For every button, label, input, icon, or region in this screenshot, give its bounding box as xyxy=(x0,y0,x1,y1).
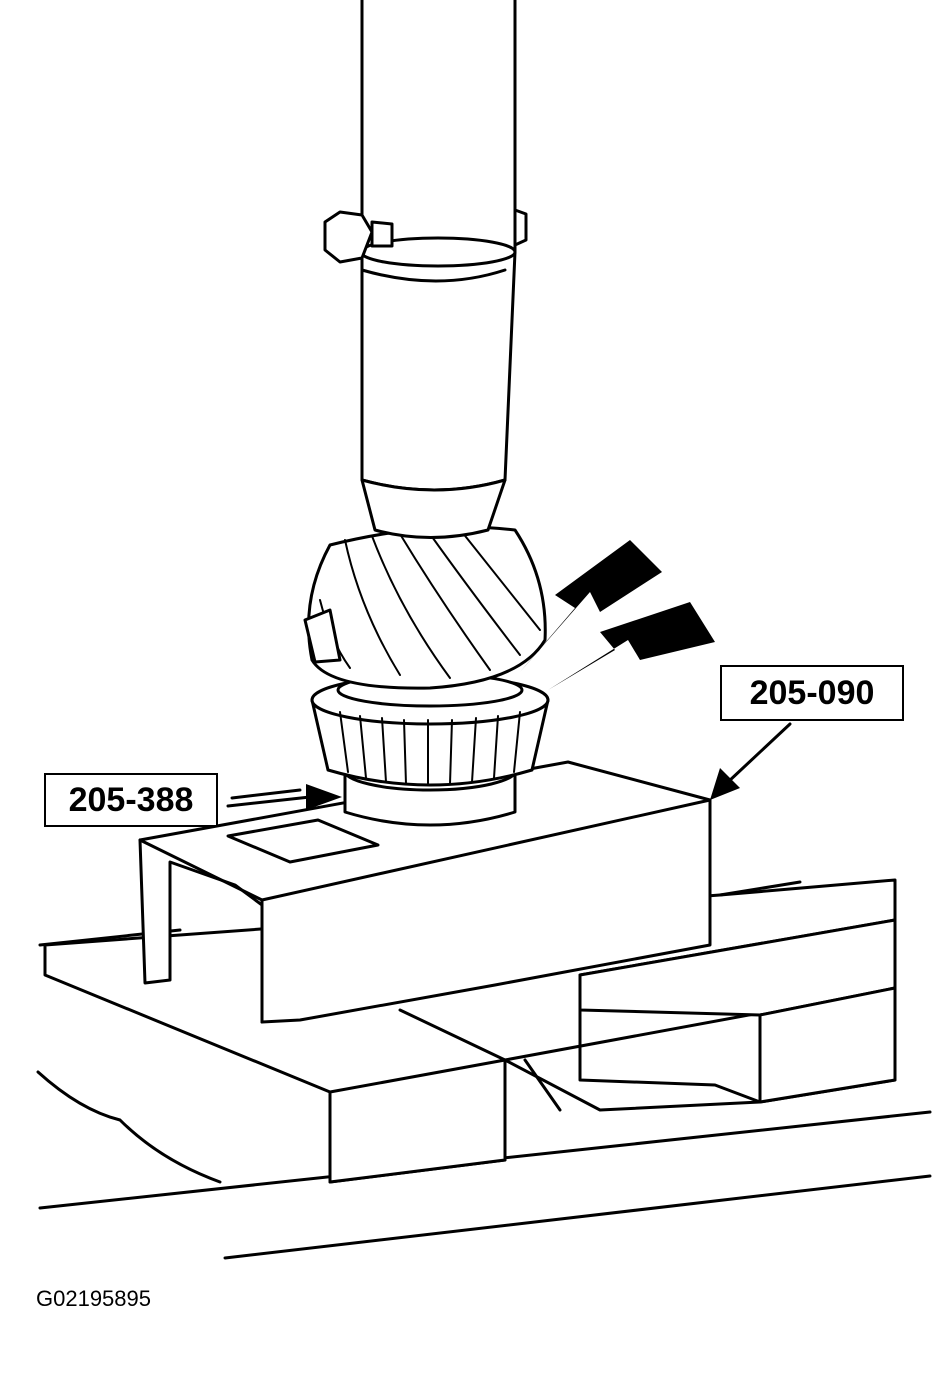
support-tool-205-090 xyxy=(138,760,712,1024)
press-ram xyxy=(359,0,517,539)
clamp-bolt xyxy=(323,208,528,264)
callout-205-388: 205-388 xyxy=(44,773,218,827)
press-bed xyxy=(38,878,897,1184)
leader-arrows xyxy=(226,722,792,810)
pinion-gear xyxy=(303,525,547,690)
roller-bearing xyxy=(310,672,550,787)
callout-205-090: 205-090 xyxy=(720,665,904,721)
force-arrows xyxy=(520,540,715,690)
figure-id: G02195895 xyxy=(36,1286,151,1311)
